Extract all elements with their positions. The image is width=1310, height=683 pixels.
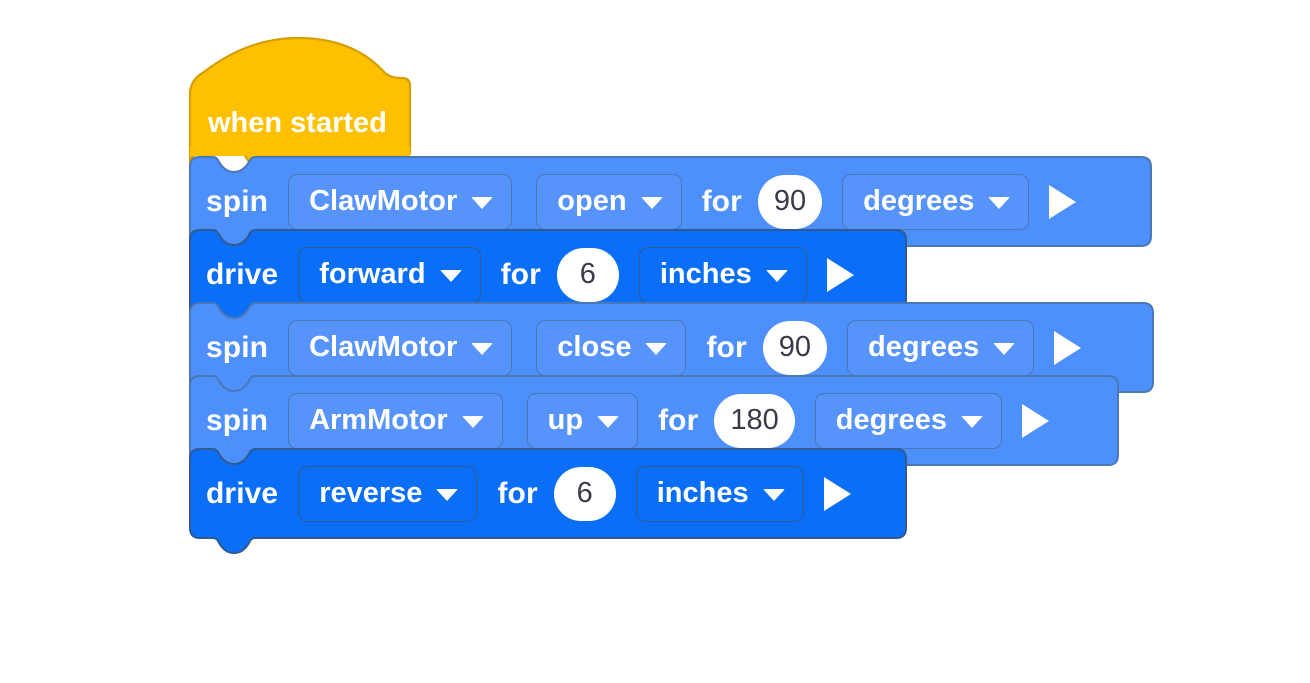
drive-keyword: drive [206, 476, 279, 510]
amount-input[interactable]: 6 [553, 466, 616, 521]
direction-dropdown[interactable]: up [526, 392, 639, 449]
drive-block[interactable]: drive reverse for 6 inches [188, 447, 907, 554]
direction-dropdown-label: forward [319, 258, 426, 290]
hat-block-shape [188, 36, 412, 171]
play-icon[interactable] [1049, 184, 1077, 219]
drive-block-content: drive forward for 6 inches [188, 228, 854, 321]
chevron-down-icon [439, 270, 462, 282]
drive-keyword: drive [206, 257, 279, 291]
units-dropdown-label: inches [656, 477, 749, 509]
chevron-down-icon [461, 416, 484, 428]
direction-dropdown[interactable]: forward [298, 246, 481, 303]
chevron-down-icon [640, 197, 663, 209]
spin-keyword: spin [206, 184, 269, 218]
block-stack[interactable]: when started spin ClawMotor op [188, 36, 1154, 554]
units-dropdown[interactable]: degrees [847, 319, 1035, 376]
motor-dropdown[interactable]: ArmMotor [288, 392, 503, 449]
direction-dropdown[interactable]: close [536, 319, 687, 376]
chevron-down-icon [597, 416, 620, 428]
hat-content: when started [188, 36, 387, 156]
motor-dropdown[interactable]: ClawMotor [288, 173, 513, 230]
direction-dropdown-label: open [557, 185, 627, 217]
chevron-down-icon [988, 197, 1011, 209]
when-started-hat-block[interactable]: when started [188, 36, 412, 171]
motor-dropdown[interactable]: ClawMotor [288, 319, 513, 376]
units-dropdown[interactable]: degrees [842, 173, 1030, 230]
chevron-down-icon [993, 343, 1016, 355]
for-label: for [500, 257, 541, 291]
direction-dropdown-label: up [547, 404, 584, 436]
for-label: for [658, 403, 699, 437]
spin-block-content: spin ClawMotor close for 90 [188, 301, 1082, 394]
amount-input[interactable]: 180 [714, 393, 795, 448]
units-dropdown-label: degrees [835, 404, 947, 436]
chevron-down-icon [436, 489, 459, 501]
direction-dropdown[interactable]: open [536, 173, 682, 230]
play-icon[interactable] [1054, 330, 1082, 365]
chevron-down-icon [471, 343, 494, 355]
amount-input[interactable]: 90 [762, 320, 828, 375]
motor-dropdown-label: ClawMotor [309, 331, 458, 363]
chevron-down-icon [960, 416, 983, 428]
direction-dropdown-label: close [557, 331, 632, 363]
units-dropdown[interactable]: inches [635, 465, 804, 522]
spin-keyword: spin [206, 403, 269, 437]
drive-block-content: drive reverse for 6 inches [188, 447, 851, 540]
direction-dropdown-label: reverse [319, 477, 423, 509]
for-label: for [701, 184, 742, 218]
amount-input[interactable]: 6 [556, 247, 619, 302]
units-dropdown-label: degrees [868, 331, 980, 363]
motor-dropdown-label: ArmMotor [309, 404, 448, 436]
for-label: for [497, 476, 538, 510]
chevron-down-icon [765, 270, 788, 282]
play-icon[interactable] [823, 476, 851, 511]
play-icon[interactable] [826, 257, 854, 292]
chevron-down-icon [471, 197, 494, 209]
amount-input[interactable]: 90 [757, 174, 823, 229]
play-icon[interactable] [1021, 403, 1049, 438]
hat-label: when started [208, 107, 387, 139]
motor-dropdown-label: ClawMotor [309, 185, 458, 217]
spin-block-content: spin ArmMotor up for 180 [188, 374, 1049, 467]
direction-dropdown[interactable]: reverse [298, 465, 478, 522]
units-dropdown[interactable]: inches [638, 246, 807, 303]
units-dropdown-label: degrees [863, 185, 975, 217]
chevron-down-icon [762, 489, 785, 501]
units-dropdown-label: inches [659, 258, 752, 290]
for-label: for [706, 330, 747, 364]
units-dropdown[interactable]: degrees [814, 392, 1002, 449]
chevron-down-icon [645, 343, 668, 355]
spin-keyword: spin [206, 330, 269, 364]
